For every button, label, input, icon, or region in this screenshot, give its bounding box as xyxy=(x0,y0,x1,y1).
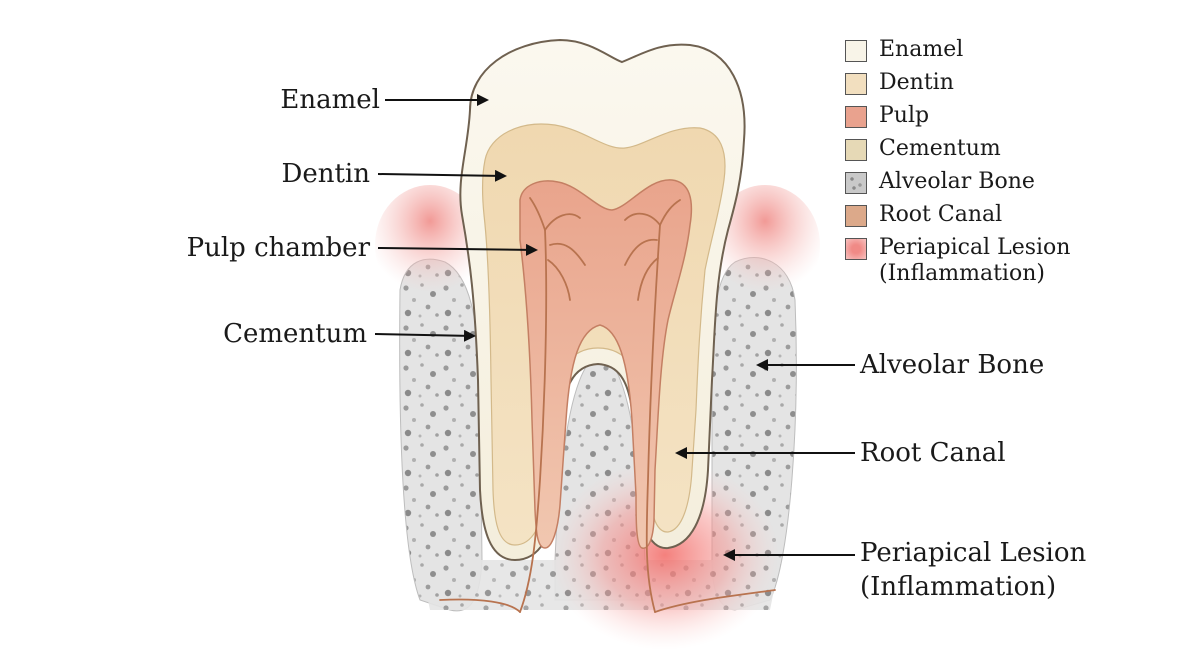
root-canal-nerves xyxy=(439,197,776,613)
legend-item-periapical-lesion: Periapical Lesion (Inflammation) xyxy=(845,234,1185,290)
legend-swatch-root-canal xyxy=(845,205,867,227)
legend-item-pulp: Pulp xyxy=(845,102,1185,135)
legend-swatch-dentin xyxy=(845,73,867,95)
legend-label: Pulp xyxy=(879,103,930,128)
legend-label: Periapical Lesion xyxy=(879,235,1071,260)
legend-label: Enamel xyxy=(879,37,964,62)
legend-item-enamel: Enamel xyxy=(845,36,1185,69)
legend-swatch-cementum xyxy=(845,139,867,161)
arrow-dentin xyxy=(377,169,507,182)
legend-swatch-periapical-lesion xyxy=(845,238,867,260)
periapical-lesion xyxy=(550,460,780,650)
gum-left xyxy=(375,185,485,305)
label-alveolar-bone: Alveolar Bone xyxy=(860,350,1045,380)
legend-swatch-enamel xyxy=(845,40,867,62)
arrow-pulp-chamber xyxy=(377,243,538,256)
gum-right xyxy=(710,185,820,305)
alveolar-bone-left xyxy=(399,258,483,612)
label-periapical-lesion-sub: (Inflammation) xyxy=(860,572,1057,602)
legend-label-sub: (Inflammation) xyxy=(879,261,1045,286)
legend-item-root-canal: Root Canal xyxy=(845,201,1185,234)
legend-label: Alveolar Bone xyxy=(879,169,1035,194)
legend-swatch-alveolar-bone xyxy=(845,172,867,194)
legend-item-cementum: Cementum xyxy=(845,135,1185,168)
legend-item-alveolar-bone: Alveolar Bone xyxy=(845,168,1185,201)
legend-label: Dentin xyxy=(879,70,954,95)
label-root-canal: Root Canal xyxy=(860,438,1006,468)
label-cementum: Cementum xyxy=(223,319,367,349)
label-periapical-lesion: Periapical Lesion xyxy=(860,538,1087,568)
label-dentin: Dentin xyxy=(281,159,371,189)
label-enamel: Enamel xyxy=(280,85,380,115)
legend-label: Cementum xyxy=(879,136,1001,161)
label-arrows xyxy=(374,94,855,561)
legend: Enamel Dentin Pulp Cementum Alveolar Bon… xyxy=(845,36,1185,290)
legend-swatch-pulp xyxy=(845,106,867,128)
legend-label: Root Canal xyxy=(879,202,1003,227)
arrow-cementum xyxy=(374,329,476,342)
legend-item-dentin: Dentin xyxy=(845,69,1185,102)
label-pulp-chamber: Pulp chamber xyxy=(186,233,370,263)
